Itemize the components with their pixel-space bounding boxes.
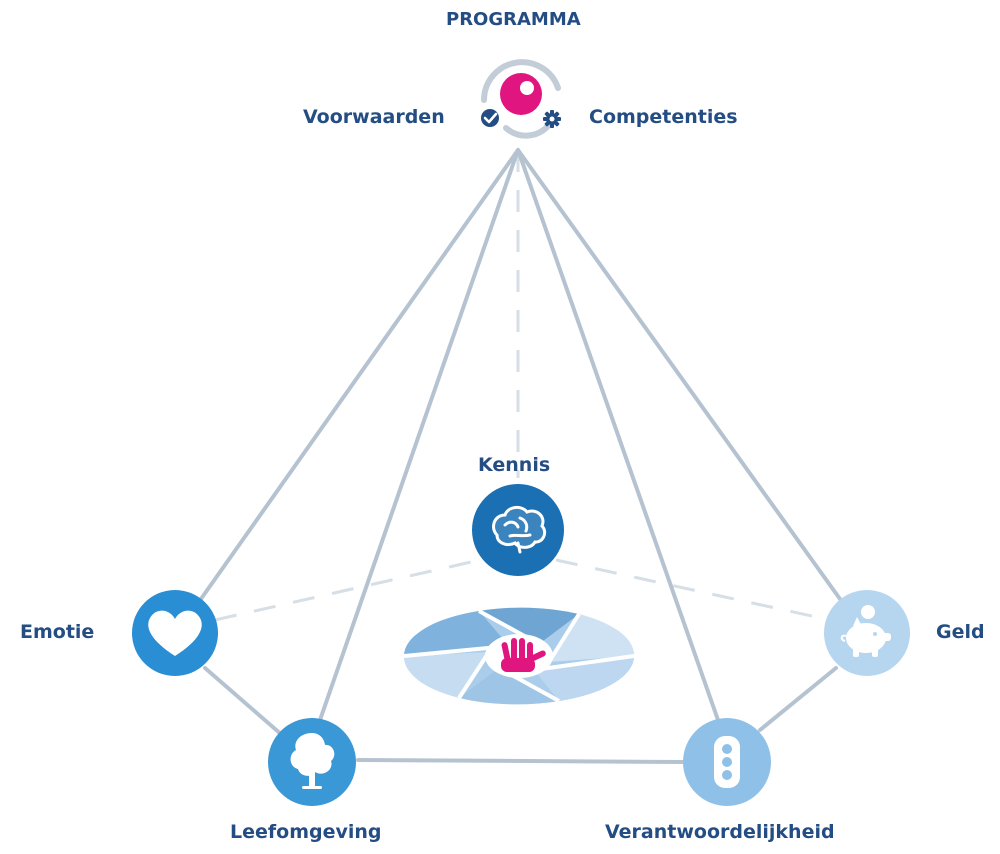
aperture-emblem [403,607,635,705]
piggy-bank-icon [840,605,891,657]
emblem-pink-circle [500,73,542,115]
label-geld: Geld [936,621,985,643]
traffic-light-icon [714,736,740,788]
hidden-edges [214,150,831,622]
node-leefomgeving [268,718,356,806]
hand-icon [501,638,546,672]
gear-icon [543,110,561,128]
brain-icon [492,506,547,554]
check-icon [481,109,499,127]
edge-apex-verantwoordelijkheid [516,148,720,722]
emblem-highlight [520,81,534,95]
label-voorwaarden: Voorwaarden [303,106,445,128]
edge-apex-geld [516,148,847,608]
heart-icon [148,610,202,656]
node-geld [824,590,910,676]
node-verantwoordelijkheid [683,718,771,806]
label-competenties: Competenties [589,106,738,128]
programma-emblem [481,59,561,139]
diagram-title: PROGRAMMA [446,9,581,30]
edge-emotie-leefomgeving [203,666,284,737]
edge-verantwoordelijkheid-geld [758,666,838,732]
edge-apex-leefomgeving [318,148,520,722]
label-emotie: Emotie [20,621,95,643]
edge-apex-emotie [194,148,520,608]
dashed-edge-kennis-geld [555,558,831,622]
pyramid-edges [194,148,847,764]
label-verantwoordelijkheid: Verantwoordelijkheid [605,821,835,843]
emblem-outer-arc [481,59,561,103]
node-kennis [472,484,564,576]
edge-leefomgeving-verantwoordelijkheid [356,758,685,764]
label-leefomgeving: Leefomgeving [230,821,382,843]
node-emotie [132,590,218,676]
dashed-edge-emotie-kennis [214,558,481,622]
label-kennis: Kennis [478,454,551,476]
emblem-bottom-arc [503,123,551,139]
tree-icon [290,733,335,789]
